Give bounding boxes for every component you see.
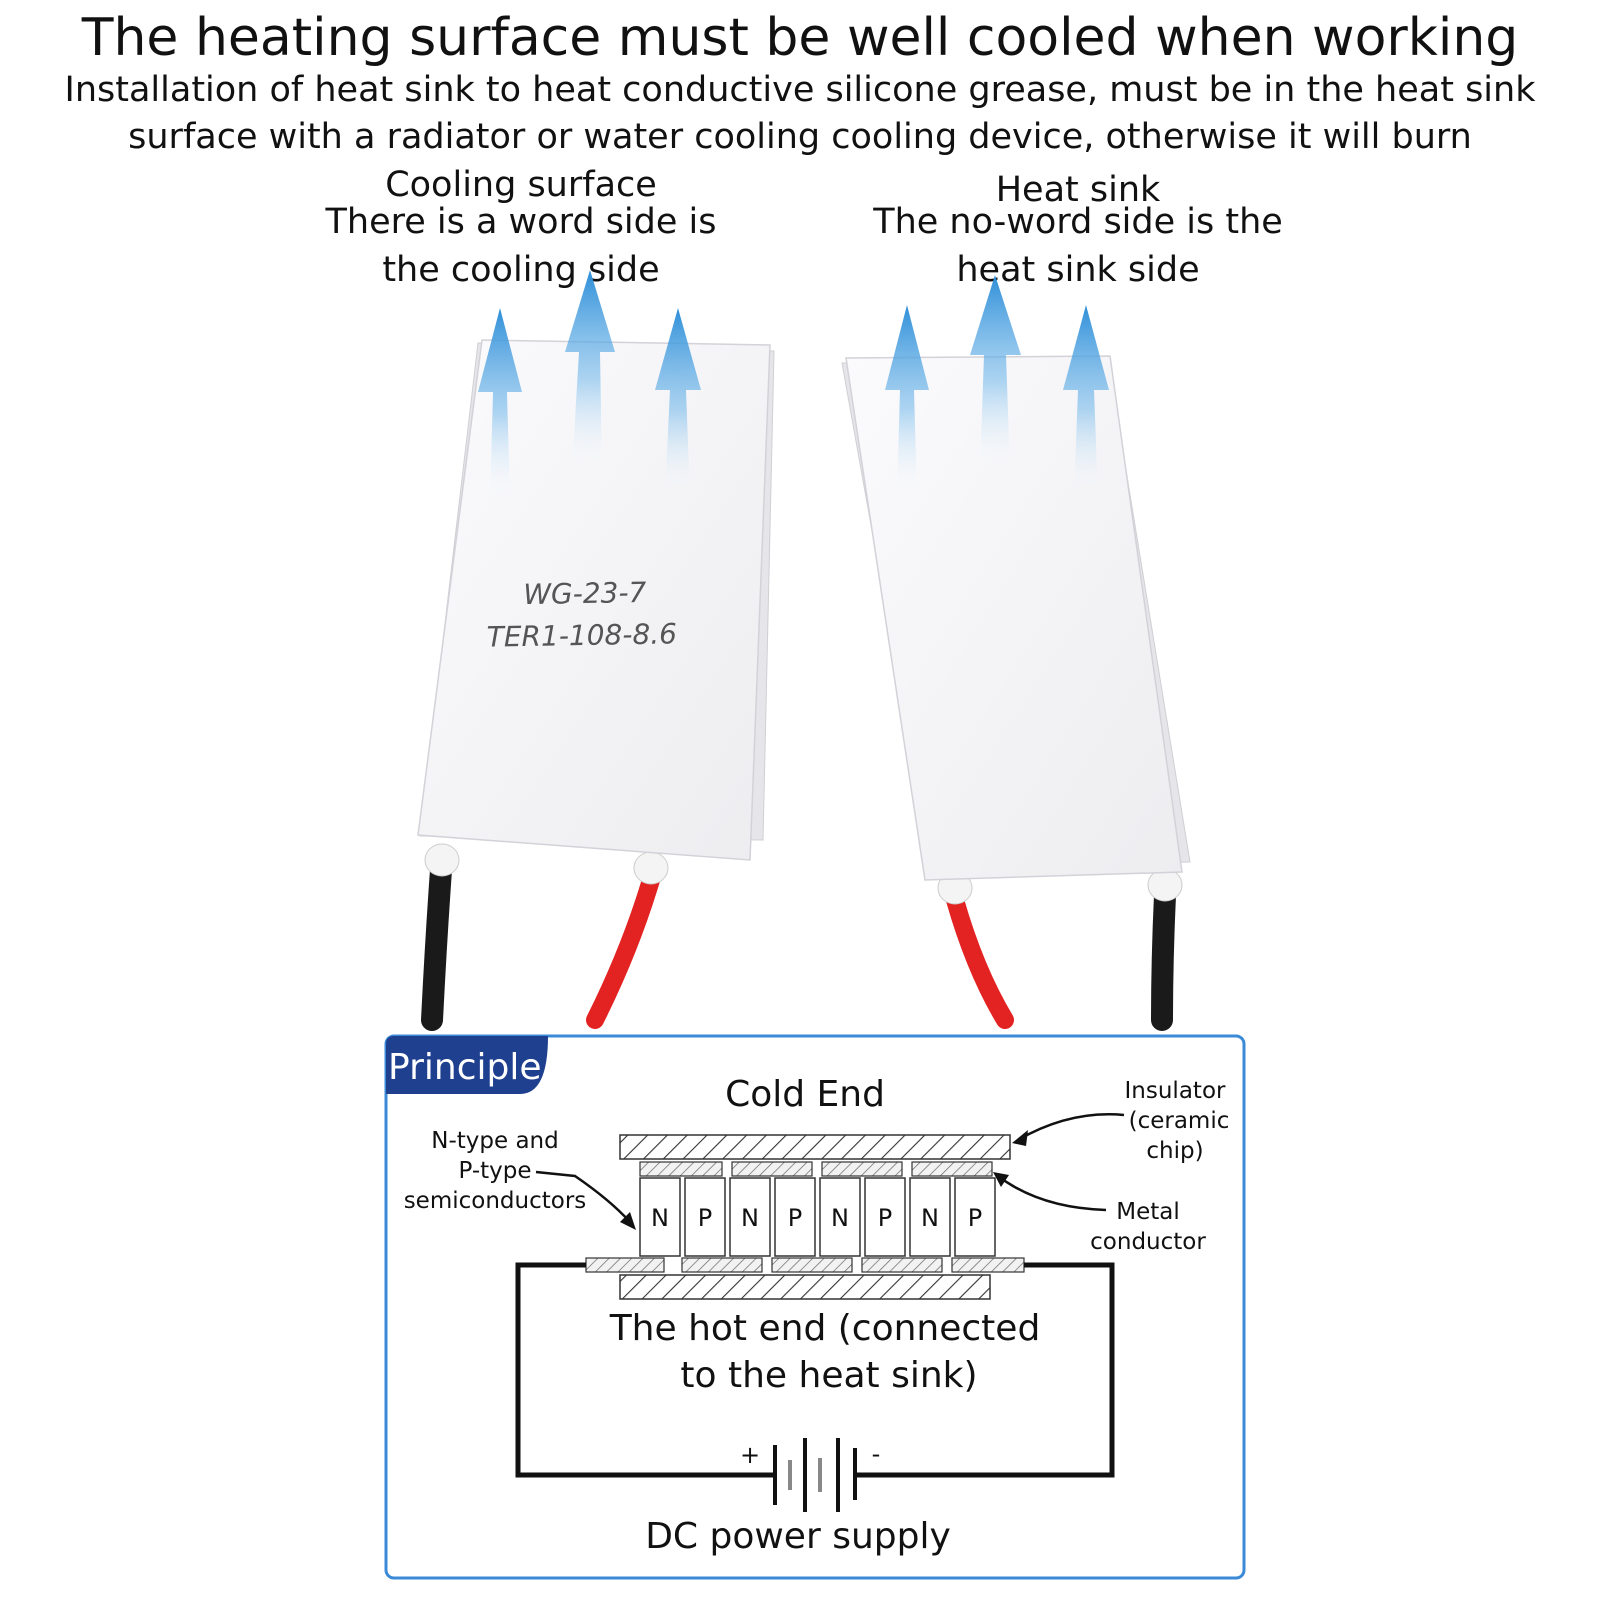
left-black-wire <box>421 859 452 1031</box>
semiconductor-cell-label: N <box>741 1204 759 1232</box>
heat-sink-heading: Heat sink <box>995 170 1161 210</box>
bottom-metal-conductors <box>585 1257 1025 1273</box>
semi-label-line-2: P-type <box>458 1158 531 1184</box>
bottom-ceramic-plate <box>619 1274 991 1300</box>
metal-conductor <box>585 1257 665 1273</box>
semiconductor-cell <box>909 1177 951 1257</box>
metal-conductor <box>731 1161 813 1177</box>
metal-label-line-1: Metal <box>1116 1199 1180 1225</box>
arrow-up-icon <box>565 270 615 470</box>
arrow-up-icon <box>970 275 1021 470</box>
right-airflow-arrows <box>885 275 1109 495</box>
semiconductor-cell <box>819 1177 861 1257</box>
subtitle-line-1: Installation of heat sink to heat conduc… <box>64 70 1536 110</box>
semiconductor-cell <box>639 1177 681 1257</box>
metal-conductor <box>681 1257 763 1273</box>
semiconductor-cell-label: N <box>831 1204 849 1232</box>
semiconductor-cell <box>729 1177 771 1257</box>
semiconductor-cell-label: P <box>968 1204 982 1232</box>
hot-end-line-2: to the heat sink) <box>680 1355 977 1396</box>
metal-conductor <box>911 1161 993 1177</box>
minus-sign: - <box>872 1440 881 1468</box>
semiconductor-cell-label: P <box>698 1204 712 1232</box>
metal-conductor <box>771 1257 853 1273</box>
cold-end-label: Cold End <box>725 1074 885 1115</box>
semiconductor-cell-label: P <box>878 1204 892 1232</box>
semiconductor-cell-label: P <box>788 1204 802 1232</box>
plus-sign: + <box>740 1441 760 1469</box>
semi-label-line-1: N-type and <box>431 1128 558 1154</box>
arrowhead-icon <box>993 1172 1009 1187</box>
module-label-line-2: TER1-108-8.6 <box>486 617 677 653</box>
right-red-wire <box>946 891 1014 1029</box>
circuit-wire <box>855 1262 1115 1478</box>
arrow-up-icon <box>478 308 522 500</box>
metal-conductor <box>861 1257 943 1273</box>
cooling-desc-line-2: the cooling side <box>382 250 660 290</box>
insulator-pointer-arrow <box>1017 1113 1125 1142</box>
metal-pointer-arrow <box>997 1175 1107 1212</box>
semiconductor-cell <box>774 1177 816 1257</box>
metal-conductor <box>639 1161 723 1177</box>
semi-label-line-3: semiconductors <box>404 1188 587 1214</box>
insulator-label-line-2: (ceramic <box>1129 1108 1230 1134</box>
arrow-up-icon <box>885 305 929 495</box>
metal-conductor <box>821 1161 903 1177</box>
top-ceramic-plate <box>619 1134 1011 1160</box>
cooling-surface-heading: Cooling surface <box>385 165 657 205</box>
semiconductor-cell-label: N <box>651 1204 669 1232</box>
left-red-wire <box>586 871 660 1029</box>
left-solder-1 <box>424 843 460 877</box>
principle-box <box>384 1034 1246 1580</box>
metal-label-line-2: conductor <box>1090 1229 1206 1255</box>
module-label-line-1: WG-23-7 <box>523 576 647 611</box>
top-metal-conductors <box>639 1161 993 1177</box>
arrow-up-icon <box>1063 305 1109 495</box>
left-airflow-arrows <box>478 270 701 500</box>
insulator-label-line-1: Insulator <box>1125 1078 1226 1104</box>
arrowhead-icon <box>1012 1130 1028 1146</box>
insulator-label-line-3: chip) <box>1146 1138 1203 1164</box>
subtitle-line-2: surface with a radiator or water cooling… <box>128 117 1472 157</box>
main-title: The heating surface must be well cooled … <box>81 8 1519 68</box>
semiconductor-cell-label: N <box>921 1204 939 1232</box>
semiconductor-cell <box>954 1177 996 1257</box>
left-solder-2 <box>633 851 669 885</box>
hot-end-line-1: The hot end (connected <box>609 1308 1041 1349</box>
principle-badge <box>386 1036 548 1094</box>
arrowhead-icon <box>620 1212 636 1230</box>
semiconductor-cell <box>684 1177 726 1257</box>
right-black-wire <box>1151 884 1176 1031</box>
cooling-desc-line-1: There is a word side is <box>325 202 717 242</box>
dc-power-supply-label: DC power supply <box>645 1516 951 1557</box>
right-solder-2 <box>1147 868 1183 902</box>
battery-icon <box>773 1438 857 1512</box>
arrow-up-icon <box>655 308 701 495</box>
metal-conductor <box>951 1257 1025 1273</box>
heat-desc-line-1: The no-word side is the <box>873 202 1283 242</box>
circuit-wire <box>515 1262 775 1478</box>
semiconductor-cell <box>864 1177 906 1257</box>
principle-badge-label: Principle <box>388 1047 542 1088</box>
right-module-plate <box>845 355 1183 881</box>
